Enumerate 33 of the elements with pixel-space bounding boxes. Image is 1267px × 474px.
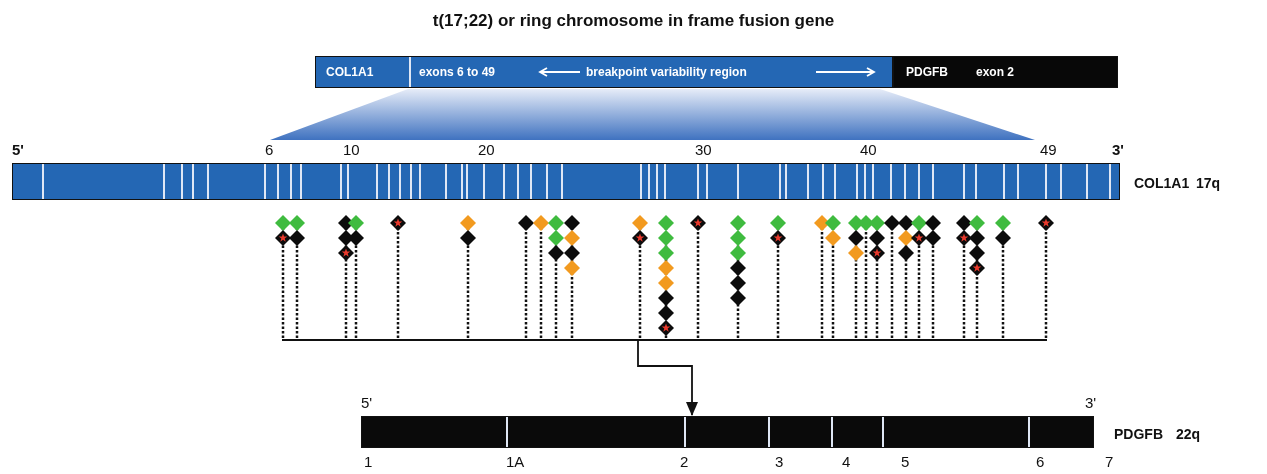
segment-label: COL1A1 (326, 65, 374, 79)
strand-end-label: 3' (1085, 394, 1097, 411)
gene-label: 22q (1176, 425, 1201, 444)
exon-number: 4 (842, 453, 851, 470)
exon-number: 6 (1036, 453, 1045, 470)
exon-number: 3 (775, 453, 784, 470)
gene-label: 17q (1196, 174, 1221, 193)
title: t(17;22) or ring chromosome in frame fusion gene (431, 10, 836, 32)
gene-label: PDGFB (1114, 425, 1163, 444)
exon-number: 49 (1040, 141, 1057, 158)
exon-number: 1 (364, 453, 373, 470)
gene-label: COL1A1 (1134, 174, 1190, 193)
exon-number: 30 (695, 141, 712, 158)
gene-bar (361, 416, 1094, 448)
exon-number: 2 (680, 453, 689, 470)
strand-end-label: 5' (12, 141, 24, 158)
exon-number: 6 (265, 141, 274, 158)
exon-number: 20 (478, 141, 495, 158)
segment-label: breakpoint variability region (586, 65, 747, 79)
fusion-segment (893, 56, 1118, 88)
exon-number: 5 (901, 453, 910, 470)
strand-end-label: 3' (1112, 141, 1124, 158)
segment-label: exon 2 (976, 65, 1014, 79)
arrow (637, 339, 698, 416)
fusion-segment (315, 56, 893, 88)
exon-number: 7 (1105, 453, 1114, 470)
exon-number: 1A (506, 453, 525, 470)
exon-number: 40 (860, 141, 877, 158)
segment-label: PDGFB (906, 65, 948, 79)
gene-bar (12, 163, 1120, 200)
strand-end-label: 5' (361, 394, 373, 411)
segment-label: exons 6 to 49 (419, 65, 496, 79)
exon-number: 10 (343, 141, 360, 158)
